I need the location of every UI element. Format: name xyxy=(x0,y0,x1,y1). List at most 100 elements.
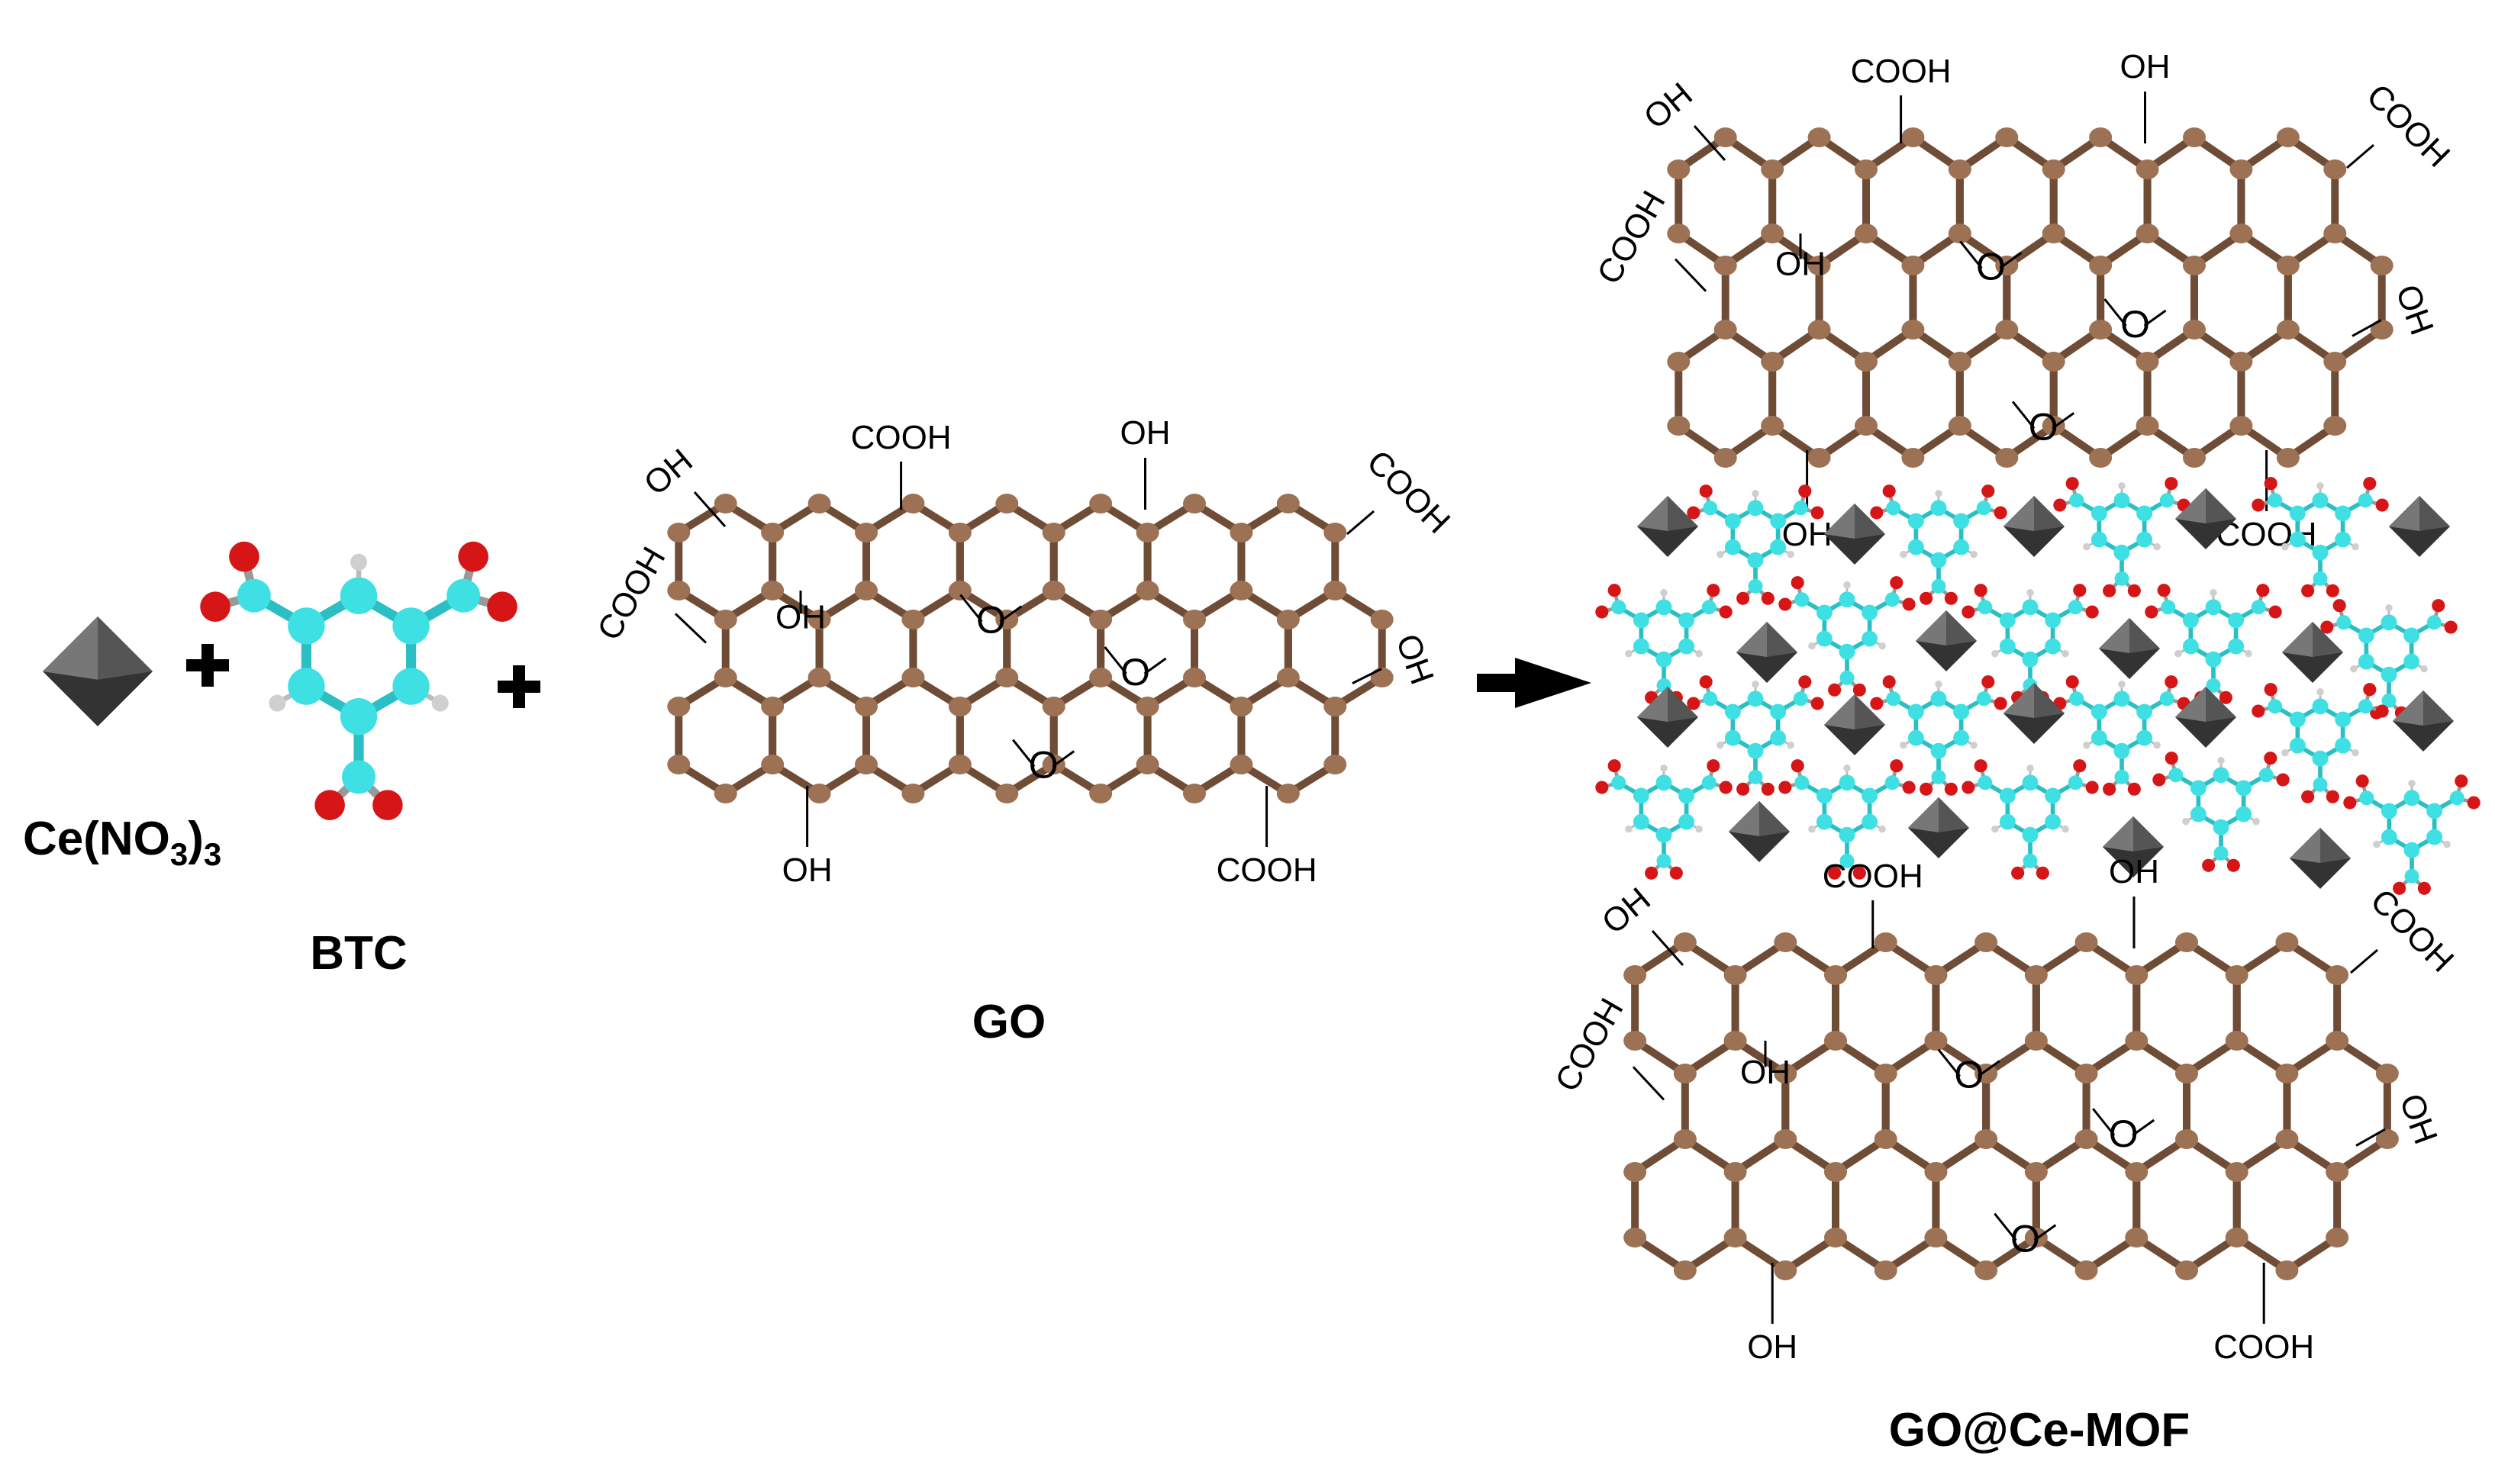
carbon-atom xyxy=(1713,448,1737,468)
carboxyl-group: COOH xyxy=(1823,858,1923,895)
epoxy-group: O xyxy=(2109,1112,2139,1155)
carbon-atom xyxy=(2229,224,2253,243)
carbon-atom xyxy=(1089,494,1113,513)
carbon-atom xyxy=(1042,581,1065,600)
epoxy-group: O xyxy=(2010,1218,2040,1260)
carbon-atom xyxy=(761,523,785,542)
carbon-atom xyxy=(1276,784,1300,803)
carbon-atom xyxy=(2042,416,2065,436)
hydroxyl-group: OH xyxy=(1388,629,1441,690)
carboxyl-group: COOH xyxy=(590,541,672,647)
carbon-atom xyxy=(1323,697,1347,716)
carbon-atom xyxy=(2225,1162,2248,1182)
carbon-atom xyxy=(2323,352,2347,372)
ce-node xyxy=(1637,496,1698,557)
ce-node xyxy=(1824,504,1885,565)
carbon-atom xyxy=(1276,610,1300,629)
carbon-atom xyxy=(1995,127,2019,147)
carbon-atom xyxy=(2370,320,2393,340)
carbon-atom xyxy=(1855,224,1878,243)
hydroxyl-group: OH xyxy=(775,598,826,636)
carbon-atom xyxy=(667,523,691,542)
carbon-atom xyxy=(1042,697,1065,716)
carbon-atom xyxy=(2183,127,2206,147)
ce-node xyxy=(2175,687,2236,748)
carbon-atom xyxy=(2125,1031,2148,1051)
carboxyl-group: COOH xyxy=(2359,77,2457,175)
btc-linker xyxy=(1870,484,2007,605)
carbon-atom xyxy=(1089,784,1113,803)
carbon-atom xyxy=(1230,581,1253,600)
carbon-ring xyxy=(769,673,870,798)
carbon-atom xyxy=(1824,1031,1847,1051)
carbon-atom xyxy=(1667,416,1691,436)
carbon-atom xyxy=(901,784,925,803)
ce-node xyxy=(2003,496,2065,557)
carbon-atom xyxy=(1948,352,1971,372)
carbon-atom xyxy=(901,494,925,513)
carbon-atom xyxy=(948,581,972,600)
carbon-atom xyxy=(1807,448,1831,468)
carbon-atom xyxy=(1774,932,1797,952)
carbon-atom xyxy=(1723,1031,1747,1051)
carbon-atom xyxy=(2225,1228,2248,1247)
btc-linker xyxy=(1778,576,1916,697)
carbon-atom xyxy=(1136,755,1159,774)
carbon-atom xyxy=(948,523,972,542)
carbon-atom xyxy=(1276,668,1300,687)
carbon-atom xyxy=(714,494,737,513)
carbon-atom xyxy=(1323,523,1347,542)
carbon-atom xyxy=(2136,159,2159,179)
carbon-atom xyxy=(1901,320,1925,340)
carbon-atom xyxy=(1974,1260,1998,1280)
carbon-atom xyxy=(1183,494,1206,513)
carbon-atom xyxy=(1824,965,1847,985)
carbon-atom xyxy=(2183,448,2206,468)
ce-node xyxy=(1729,801,1790,862)
carbon-atom xyxy=(2175,932,2198,952)
ce-node xyxy=(1908,797,1969,858)
carbon-atom xyxy=(901,668,925,687)
carbon-atom xyxy=(2229,416,2253,436)
carbon-atom xyxy=(2275,1129,2299,1149)
carbon-atom xyxy=(1901,256,1925,275)
hydroxyl-group: OH xyxy=(2120,48,2171,85)
carbon-atom xyxy=(2024,1162,2048,1182)
carbon-atom xyxy=(667,581,691,600)
carboxyl-group: COOH xyxy=(1217,851,1317,889)
carbon-atom xyxy=(2125,1162,2148,1182)
carbon-ring xyxy=(2049,324,2152,463)
plus-icon xyxy=(498,665,540,708)
carbon-atom xyxy=(948,755,972,774)
carbon-atom xyxy=(1901,448,1925,468)
carbon-atom xyxy=(1774,1064,1797,1083)
carbon-atom xyxy=(1761,159,1784,179)
carbon-atom xyxy=(1855,352,1878,372)
hydroxyl-group: OH xyxy=(1595,880,1658,942)
epoxy-group: O xyxy=(1976,245,2006,288)
carbon-atom xyxy=(1136,523,1159,542)
carbon-atom xyxy=(2326,1228,2349,1247)
hydroxyl-group: OH xyxy=(1637,76,1700,137)
carbon-atom xyxy=(1713,256,1737,275)
hydroxyl-group: OH xyxy=(2109,853,2159,890)
carbon-atom xyxy=(2136,224,2159,243)
carbon-ring xyxy=(1768,324,1870,463)
carbon-atom xyxy=(761,581,785,600)
carbon-atom xyxy=(1623,1228,1647,1247)
carbon-atom xyxy=(2175,1260,2198,1280)
carboxyl-group: COOH xyxy=(1851,53,1952,90)
carbon-atom xyxy=(1774,1260,1797,1280)
carbon-atom xyxy=(2276,256,2300,275)
carbon-atom xyxy=(1924,1228,1948,1247)
carbon-ring xyxy=(1237,673,1339,798)
carbon-atom xyxy=(2136,352,2159,372)
carbon-atom xyxy=(1230,697,1253,716)
carbon-atom xyxy=(1807,320,1831,340)
btc-linker xyxy=(1687,484,1824,605)
carbon-atom xyxy=(1723,1228,1747,1247)
carbon-ring xyxy=(1631,1135,1739,1275)
carbon-atom xyxy=(1924,1162,1948,1182)
